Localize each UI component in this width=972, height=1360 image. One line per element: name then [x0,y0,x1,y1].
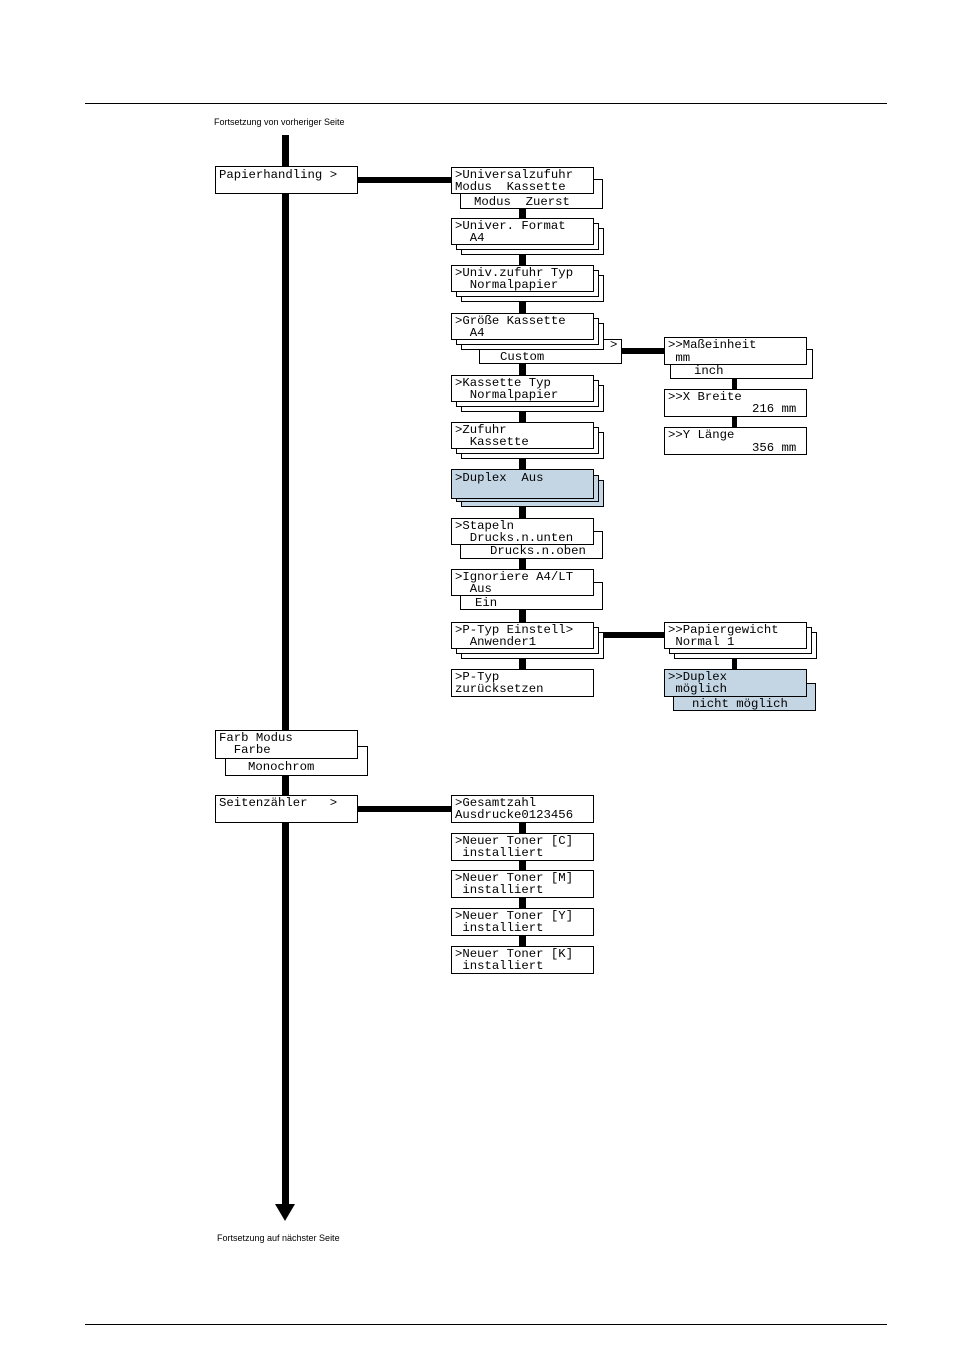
duplex-line1: >Duplex Aus [455,471,544,485]
p-typ-trunk [732,648,737,670]
ignoriere-alt: Ein [475,596,498,610]
gesamtzahl-line2: Ausdrucke0123456 [455,808,574,822]
ignoriere-line2: Aus [455,582,492,596]
connector-papierhandling [358,177,452,183]
continued-from-note: Fortsetzung von vorheriger Seite [214,117,345,127]
toner-m-line2: installiert [455,883,544,897]
univer-format-box[interactable] [451,218,594,245]
duplex-moeglich-line2: möglich [668,682,728,696]
universalzufuhr-box[interactable] [451,167,594,194]
toner-k-line1: >Neuer Toner [K] [455,947,574,961]
stapeln-line1: >Stapeln [455,519,515,533]
masseinheit-line2: mm [668,351,691,365]
menu-farb-modus[interactable] [215,730,358,759]
farb-modus-line2: Farbe [219,743,271,757]
univ-zufuhr-typ-box[interactable] [451,265,594,292]
duplex-moeglich-line1: >>Duplex [668,670,728,684]
seitenzaehler-label: Seitenzähler > [219,796,338,810]
groesse-kassette-arrow: > [610,338,618,352]
toner-k-line2: installiert [455,959,544,973]
stapeln-alt: Drucks.n.oben [490,544,586,558]
kassette-typ-box[interactable] [451,375,594,402]
bottom-rule [85,1324,887,1325]
univer-format-line2: A4 [455,231,485,245]
x-breite-line2: 216 mm [752,402,797,416]
stapeln-line2: Drucks.n.unten [455,531,574,545]
toner-c-line2: installiert [455,846,544,860]
universalzufuhr-line2: Modus Kassette [455,180,566,194]
p-typ-reset-line1: >P-Typ [455,670,500,684]
duplex-box[interactable] [451,469,594,499]
y-laenge-line2: 356 mm [752,441,797,455]
p-typ-einstell-box[interactable] [451,622,594,649]
toner-m-line1: >Neuer Toner [M] [455,871,574,885]
p-typ-einstell-line2: Anwender1 [455,635,537,649]
toner-y-box[interactable] [451,908,594,936]
masseinheit-line1: >>Maßeinheit [668,338,757,352]
zufuhr-line2: Kassette [455,435,529,449]
toner-c-line1: >Neuer Toner [C] [455,834,574,848]
y-laenge-box[interactable] [664,427,807,455]
groesse-kassette-box[interactable] [451,313,594,340]
main-trunk-line [282,135,289,1205]
menu-papierhandling[interactable] [215,166,358,194]
groesse-kassette-line1: >Größe Kassette [455,314,566,328]
ignoriere-line1: >Ignoriere A4/LT [455,570,574,584]
universalzufuhr-line1: >Universalzufuhr [455,168,574,182]
stapeln-box[interactable] [451,518,594,545]
connector-p-typ-einstell [602,632,665,638]
papierhandling-label: Papierhandling > [219,168,338,182]
kassette-typ-line2: Normalpapier [455,388,559,402]
papiergewicht-box[interactable] [664,622,807,649]
masseinheit-alt: inch [694,364,724,378]
farb-modus-line1: Farb Modus [219,731,293,745]
univ-zufuhr-typ-line2: Normalpapier [455,278,559,292]
y-laenge-line1: >>Y Länge [668,428,735,442]
top-rule [85,103,887,104]
papiergewicht-line1: >>Papiergewicht [668,623,779,637]
p-typ-einstell-line1: >P-Typ Einstell> [455,623,574,637]
toner-y-line2: installiert [455,921,544,935]
p-typ-reset-box[interactable] [451,669,594,697]
duplex-moeglich-box[interactable] [664,669,807,697]
univer-format-line1: >Univer. Format [455,219,566,233]
x-breite-box[interactable] [664,389,807,417]
ignoriere-box[interactable] [451,569,594,596]
down-arrow-icon [275,1204,295,1221]
toner-k-box[interactable] [451,946,594,974]
toner-y-line1: >Neuer Toner [Y] [455,909,574,923]
connector-seitenzaehler [358,806,452,812]
menu-seitenzaehler[interactable] [215,795,358,823]
x-breite-line1: >>X Breite [668,390,742,404]
duplex-moeglich-alt: nicht möglich [692,697,788,711]
p-typ-reset-line2: zurücksetzen [455,682,544,696]
zufuhr-line1: >Zufuhr [455,423,507,437]
connector-groesse-kassette [620,348,665,354]
papiergewicht-line2: Normal 1 [668,635,735,649]
zufuhr-box[interactable] [451,422,594,449]
gesamtzahl-box[interactable] [451,795,594,823]
farb-modus-alt: Monochrom [248,760,315,774]
continued-on-note: Fortsetzung auf nächster Seite [217,1233,340,1243]
kassette-typ-line1: >Kassette Typ [455,376,551,390]
groesse-kassette-line2: A4 [455,326,485,340]
masseinheit-box[interactable] [664,337,807,365]
universalzufuhr-alt: Modus Zuerst [474,195,570,209]
toner-c-box[interactable] [451,833,594,861]
gesamtzahl-line1: >Gesamtzahl [455,796,537,810]
univ-zufuhr-typ-line1: >Univ.zufuhr Typ [455,266,574,280]
toner-m-box[interactable] [451,870,594,898]
groesse-kassette-alt: Custom [500,350,545,364]
